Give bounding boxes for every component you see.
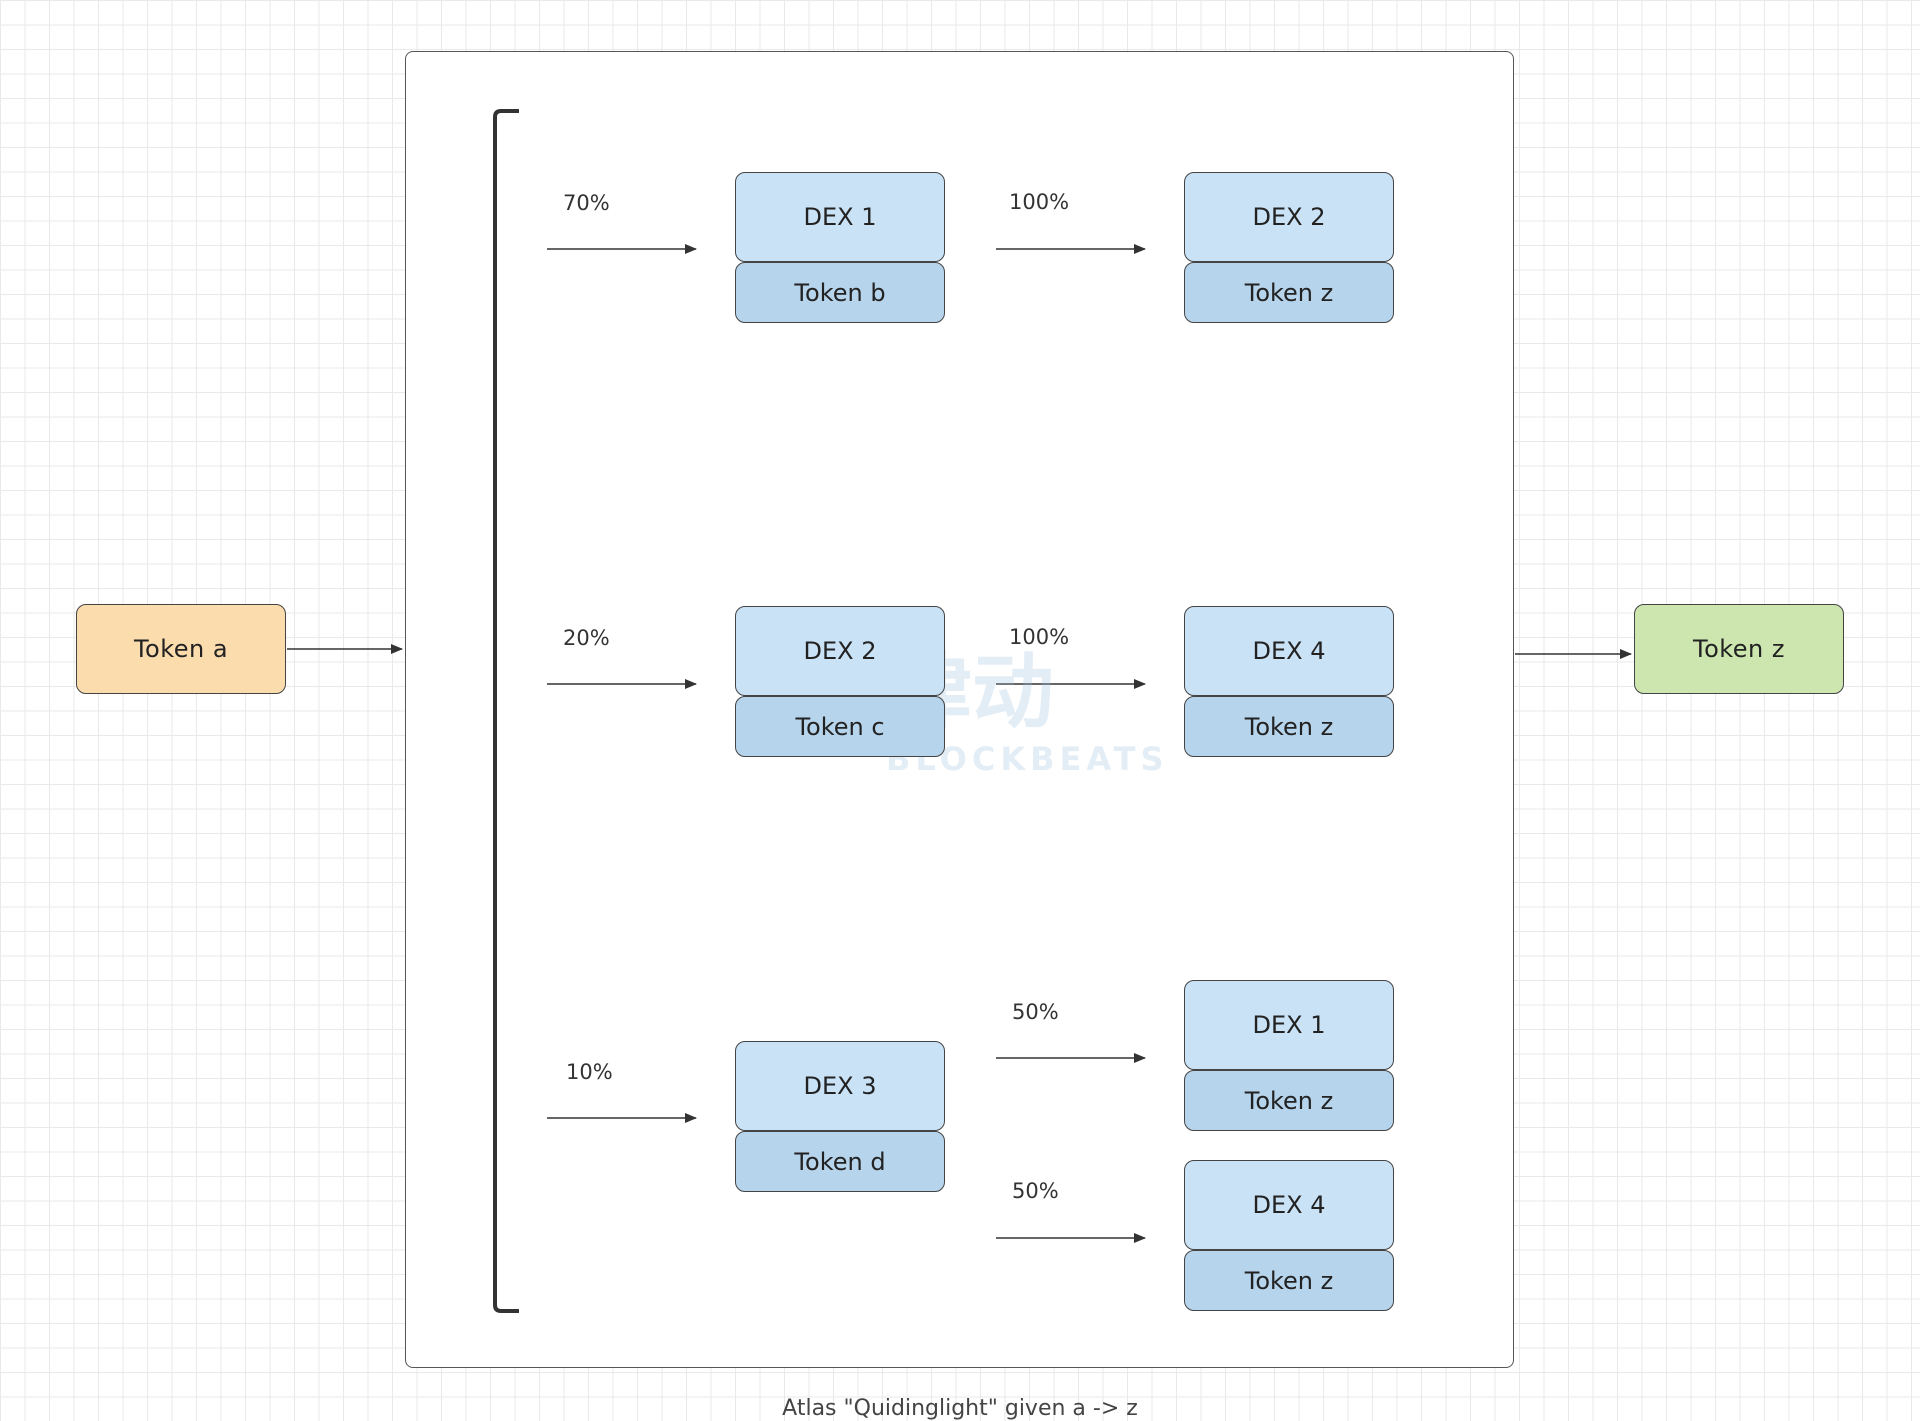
route-3-first-hop[interactable]: DEX 3 Token d: [735, 1041, 945, 1192]
route-3-token-node[interactable]: Token d: [735, 1131, 945, 1192]
source-token-node[interactable]: Token a: [76, 604, 286, 694]
route-1-hop-1-dex-node[interactable]: DEX 2: [1184, 172, 1394, 262]
route-1-hop-1-label: 100%: [1009, 190, 1070, 214]
route-3-hop-1-dex-node[interactable]: DEX 1: [1184, 980, 1394, 1070]
route-3-split-label: 10%: [566, 1060, 613, 1084]
route-1-split-label: 70%: [563, 191, 610, 215]
route-3-lower-hop[interactable]: DEX 4 Token z: [1184, 1160, 1394, 1311]
route-3-hop-1-token-node[interactable]: Token z: [1184, 1070, 1394, 1131]
route-1-token-node[interactable]: Token b: [735, 262, 945, 323]
route-2-split-label: 20%: [563, 626, 610, 650]
route-1-second-hop[interactable]: DEX 2 Token z: [1184, 172, 1394, 323]
route-2-token-node[interactable]: Token c: [735, 696, 945, 757]
route-2-dex-node[interactable]: DEX 2: [735, 606, 945, 696]
route-2-hop-1-token-node[interactable]: Token z: [1184, 696, 1394, 757]
route-2-hop-1-label: 100%: [1009, 625, 1070, 649]
figure-caption: Atlas "Quidinglight" given a -> z: [782, 1396, 1138, 1421]
route-3-hop-1-label: 50%: [1012, 1000, 1059, 1024]
route-3-hop-2-label: 50%: [1012, 1179, 1059, 1203]
route-3-hop-2-token-node[interactable]: Token z: [1184, 1250, 1394, 1311]
route-1-dex-node[interactable]: DEX 1: [735, 172, 945, 262]
route-3-upper-hop[interactable]: DEX 1 Token z: [1184, 980, 1394, 1131]
target-token-node[interactable]: Token z: [1634, 604, 1844, 694]
route-1-first-hop[interactable]: DEX 1 Token b: [735, 172, 945, 323]
route-3-hop-2-dex-node[interactable]: DEX 4: [1184, 1160, 1394, 1250]
route-1-hop-1-token-node[interactable]: Token z: [1184, 262, 1394, 323]
route-2-second-hop[interactable]: DEX 4 Token z: [1184, 606, 1394, 757]
route-2-first-hop[interactable]: DEX 2 Token c: [735, 606, 945, 757]
route-3-dex-node[interactable]: DEX 3: [735, 1041, 945, 1131]
route-2-hop-1-dex-node[interactable]: DEX 4: [1184, 606, 1394, 696]
